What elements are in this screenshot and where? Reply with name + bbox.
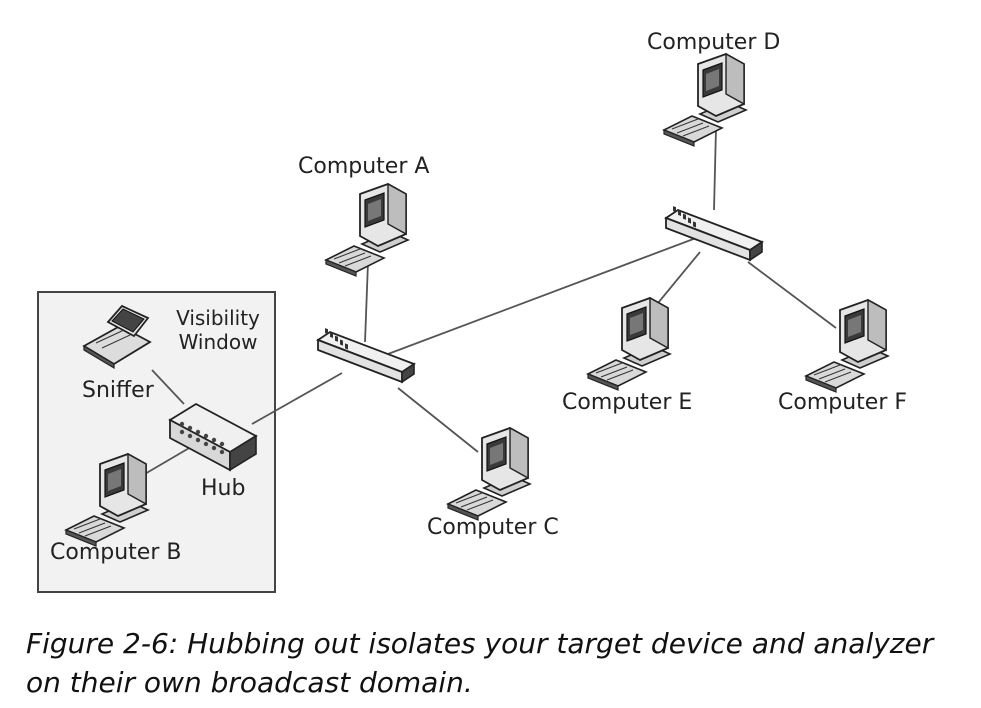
link-sniffer-hub <box>151 369 185 405</box>
computer-b-label: Computer B <box>50 540 182 565</box>
computer-f-label: Computer F <box>778 390 908 415</box>
link-switch2-f <box>747 261 837 329</box>
link-a-switch1 <box>364 261 369 343</box>
link-b-hub <box>137 443 197 479</box>
link-d-switch2 <box>713 127 717 211</box>
computer-c-label: Computer C <box>427 515 559 540</box>
visibility-window-label: Visibility Window <box>166 306 270 354</box>
computer-e-icon <box>587 297 671 391</box>
hub-icon <box>168 402 258 472</box>
computer-a-label: Computer A <box>298 154 430 179</box>
laptop-icon <box>82 304 152 370</box>
link-switch1-switch2 <box>379 231 713 358</box>
sniffer-label: Sniffer <box>82 378 154 403</box>
visibility-label-line-2: Window <box>178 330 258 354</box>
link-switch1-c <box>397 387 479 453</box>
computer-a-icon <box>325 183 409 277</box>
switch-2-icon <box>665 205 763 261</box>
computer-c-icon <box>447 427 531 521</box>
link-hub-switch1 <box>251 372 343 425</box>
computer-d-icon <box>663 53 747 147</box>
computer-d-label: Computer D <box>647 30 781 55</box>
computer-e-label: Computer E <box>562 390 693 415</box>
hub-label: Hub <box>201 476 246 501</box>
figure-caption: Figure 2-6: Hubbing out isolates your ta… <box>26 627 934 699</box>
visibility-label-line-1: Visibility <box>176 306 260 330</box>
